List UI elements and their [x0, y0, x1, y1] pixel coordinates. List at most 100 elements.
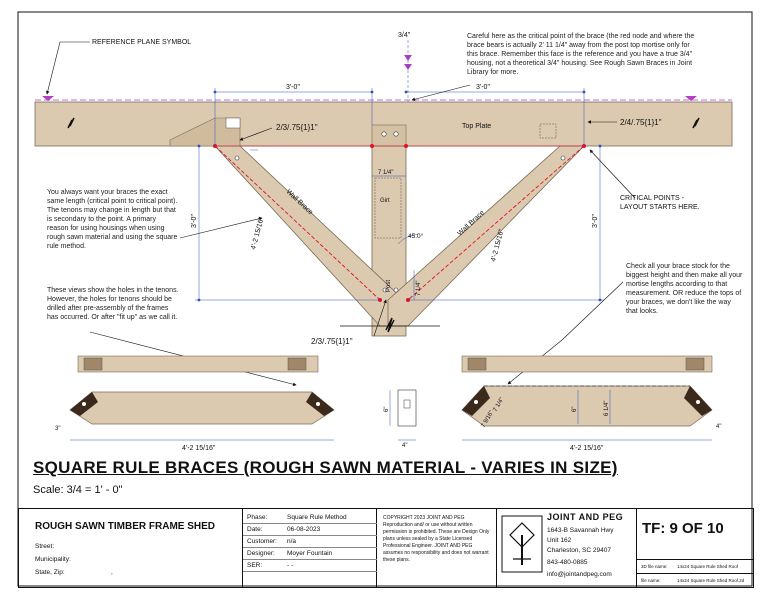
meta-row-phase: Phase:Square Rule Method [243, 513, 377, 524]
peg-hole [316, 402, 320, 406]
critical-line-left [214, 145, 381, 301]
post-tenon [371, 124, 407, 147]
copyright-text: COPYRIGHT 2023 JOINT AND PEG Reproductio… [383, 515, 490, 563]
critical-node-post-right [404, 144, 408, 148]
date-label: Date: [247, 526, 263, 533]
brace-plan-right [461, 355, 713, 373]
street-label: Street: [35, 543, 55, 550]
sheet-divider [637, 559, 753, 560]
sheet-border [17, 11, 753, 587]
break-mark-left [67, 117, 75, 129]
company-cell: JOINT AND PEG 1643-B Savannah Hwy Unit 1… [497, 509, 637, 587]
state-value: , [111, 569, 113, 576]
note-holes: These views show the holes in the tenons… [47, 287, 179, 321]
peg-hole [82, 402, 86, 406]
critical-points-label: CRITICAL POINTS - LAYOUT STARTS HERE. [620, 195, 700, 211]
sheet-number: TF: 9 OF 10 [642, 520, 724, 537]
designer-label: Designer: [247, 550, 275, 557]
dim-3-0-right: 3'-0" [476, 84, 490, 91]
tenon-end [287, 357, 307, 371]
ref-symbol-post [404, 55, 412, 70]
peg-hole [381, 131, 387, 137]
angle-label: 45.0° [408, 232, 424, 240]
break-mark-right [692, 117, 700, 129]
designer-value: Moyer Fountain [287, 550, 333, 557]
vert-3-0-left: 3'-0" [191, 214, 198, 228]
municipality-label: Municipality: [35, 556, 71, 563]
date-value: 06-08-2023 [287, 526, 321, 533]
leader-line [45, 41, 61, 95]
right-mortise [539, 123, 557, 139]
three-quarter-label: 3/4" [398, 32, 411, 39]
dim-3-0-left: 3'-0" [286, 84, 300, 91]
ser-value: - - [287, 562, 294, 569]
peg-hole [234, 155, 240, 161]
leader-line [179, 216, 263, 239]
drawing-title: SQUARE RULE BRACES (ROUGH SAWN MATERIAL … [33, 458, 618, 477]
dim-4-right: 4" [716, 424, 721, 430]
top-plate-label: Top Plate [462, 123, 491, 130]
phase-label: Phase: [247, 514, 268, 521]
file-value: 14x24 Square Rule Shed Roof [677, 564, 739, 569]
address-line3: Charleston, SC 29407 [547, 547, 611, 554]
meta-cell: Phase:Square Rule Method Date: 06-08-2023… [243, 509, 377, 587]
peg-hole [393, 287, 399, 293]
file-label: 3D file name: [641, 564, 668, 569]
leader-line [411, 84, 471, 101]
ref-symbol-left [42, 96, 54, 101]
note-same-length: You always want your braces the exact sa… [47, 189, 178, 250]
dim-4-section: 4" [402, 443, 407, 449]
dim-3-left: 3" [55, 426, 60, 432]
copyright-cell: COPYRIGHT 2023 JOINT AND PEG Reproductio… [377, 509, 497, 587]
title-block: ROUGH SAWN TIMBER FRAME SHED Street: Mun… [18, 508, 754, 588]
critical-line-right [407, 145, 585, 301]
address-line2: Unit 162 [547, 537, 572, 544]
peg-hole [382, 287, 388, 293]
brace-section [397, 389, 417, 427]
dimensions [195, 88, 604, 301]
tenon-end [83, 357, 103, 371]
peg-hole [696, 400, 700, 404]
critical-points-line1: CRITICAL POINTS - [620, 195, 685, 202]
company-name: JOINT AND PEG [547, 512, 624, 522]
ser-label: SER: [247, 562, 263, 569]
peg-hole [393, 131, 399, 137]
bottom-length-left: 4'-2 15/16" [182, 445, 216, 452]
post-label: Post [386, 280, 392, 292]
meta-row-ser: SER: - - [243, 561, 377, 572]
seat-pocket [225, 117, 241, 129]
sheet-divider [637, 573, 753, 574]
meta-row-designer: Designer: Moyer Fountain [243, 549, 377, 560]
customer-label: Customer: [247, 538, 277, 545]
tenon-end [467, 357, 487, 371]
top-plate-seat [169, 117, 241, 147]
critical-node-post-left [370, 144, 374, 148]
reference-plane-label: REFERENCE PLANE SYMBOL [92, 39, 191, 46]
project-cell: ROUGH SAWN TIMBER FRAME SHED Street: Mun… [19, 509, 243, 587]
address-line1: 1643-B Savannah Hwy [547, 527, 614, 534]
brace-plan-left [77, 355, 319, 373]
dim-6-section: 6" [384, 407, 390, 412]
leader-line [373, 299, 387, 337]
joint-label-left: 2/3/.75{1}1" [276, 123, 318, 132]
bottom-length-right: 4'-2 15/16" [570, 445, 604, 452]
state-label: State, Zip: [35, 569, 65, 576]
joint-label-post: 2/3/.75{1}1" [311, 337, 353, 346]
critical-points-line2: LAYOUT STARTS HERE. [620, 204, 700, 211]
company-phone: 843-480-0885 [547, 559, 588, 566]
dim-6-center: 6" [572, 407, 578, 412]
joint-label-right: 2/4/.75{1}1" [620, 118, 662, 127]
dim-7-1-4-side: 7 1/4" [416, 281, 422, 296]
brace-elevation-left [69, 391, 335, 425]
company-email[interactable]: info@jointandpeg.com [547, 571, 612, 578]
meta-row-date: Date: 06-08-2023 [243, 525, 377, 536]
section-tenon [403, 399, 411, 409]
girt-label: Girt [380, 198, 390, 204]
peg-hole [474, 400, 478, 404]
leader-line [239, 127, 273, 141]
drawing-scale: Scale: 3/4 = 1' - 0" [33, 484, 123, 496]
leader-line [561, 281, 624, 341]
dim-6-1-4: 6 1/4" [604, 401, 610, 416]
